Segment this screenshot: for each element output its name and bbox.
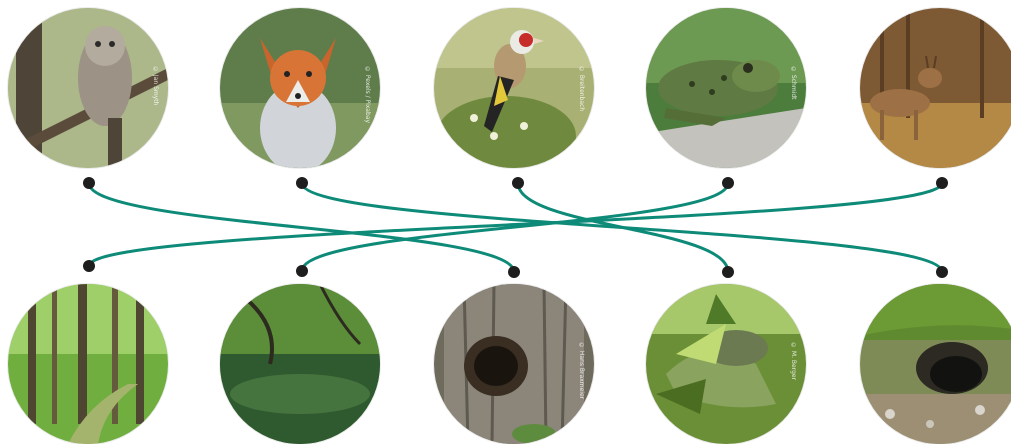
animal-dot-fox[interactable] <box>296 177 308 189</box>
habitat-dot-nest[interactable] <box>722 266 734 278</box>
photo-credit: © Hans Braxmeier <box>578 342 585 400</box>
animal-dot-owl[interactable] <box>83 177 95 189</box>
connection-line-1 <box>300 181 944 274</box>
deer-photo <box>860 8 1011 168</box>
photo-credit: © Breitenbach <box>578 66 585 112</box>
pond-photo <box>220 284 380 444</box>
habitat-dot-forest[interactable] <box>83 260 95 272</box>
animal-card-goldfinch[interactable]: © Breitenbach <box>434 8 594 168</box>
goldfinch-photo <box>434 8 594 168</box>
animal-card-owl[interactable]: © Jan Smyth <box>8 8 168 168</box>
fox-photo <box>220 8 380 168</box>
photo-credit: © M. Berger <box>790 342 797 381</box>
photo-credit: © Jan Smyth <box>152 66 159 106</box>
animal-dot-frog[interactable] <box>722 177 734 189</box>
habitat-dot-burrow[interactable] <box>936 266 948 278</box>
photo-credit: © Pexels / Pixabay <box>364 66 371 124</box>
habitat-dot-pond[interactable] <box>296 265 308 277</box>
photo-credit: © Schmidt <box>790 66 797 100</box>
burrow-photo <box>860 284 1011 444</box>
habitat-card-nest[interactable]: © M. Berger <box>646 284 806 444</box>
habitat-dot-tree-hole[interactable] <box>508 266 520 278</box>
animal-card-frog[interactable]: © Schmidt <box>646 8 806 168</box>
connection-line-4 <box>87 181 944 268</box>
connection-line-2 <box>516 181 730 274</box>
connection-line-0 <box>87 181 516 274</box>
animal-card-deer[interactable] <box>860 8 1011 168</box>
tree-hole-photo <box>434 284 594 444</box>
forest-photo <box>8 284 168 444</box>
connection-line-3 <box>300 181 730 273</box>
animal-card-fox[interactable]: © Pexels / Pixabay <box>220 8 380 168</box>
nest-photo <box>646 284 806 444</box>
animal-dot-deer[interactable] <box>936 177 948 189</box>
owl-photo <box>8 8 168 168</box>
habitat-card-pond[interactable] <box>220 284 380 444</box>
habitat-card-burrow[interactable] <box>860 284 1011 444</box>
frog-photo <box>646 8 806 168</box>
habitat-card-forest[interactable] <box>8 284 168 444</box>
animal-dot-goldfinch[interactable] <box>512 177 524 189</box>
habitat-card-tree-hole[interactable]: © Hans Braxmeier <box>434 284 594 444</box>
